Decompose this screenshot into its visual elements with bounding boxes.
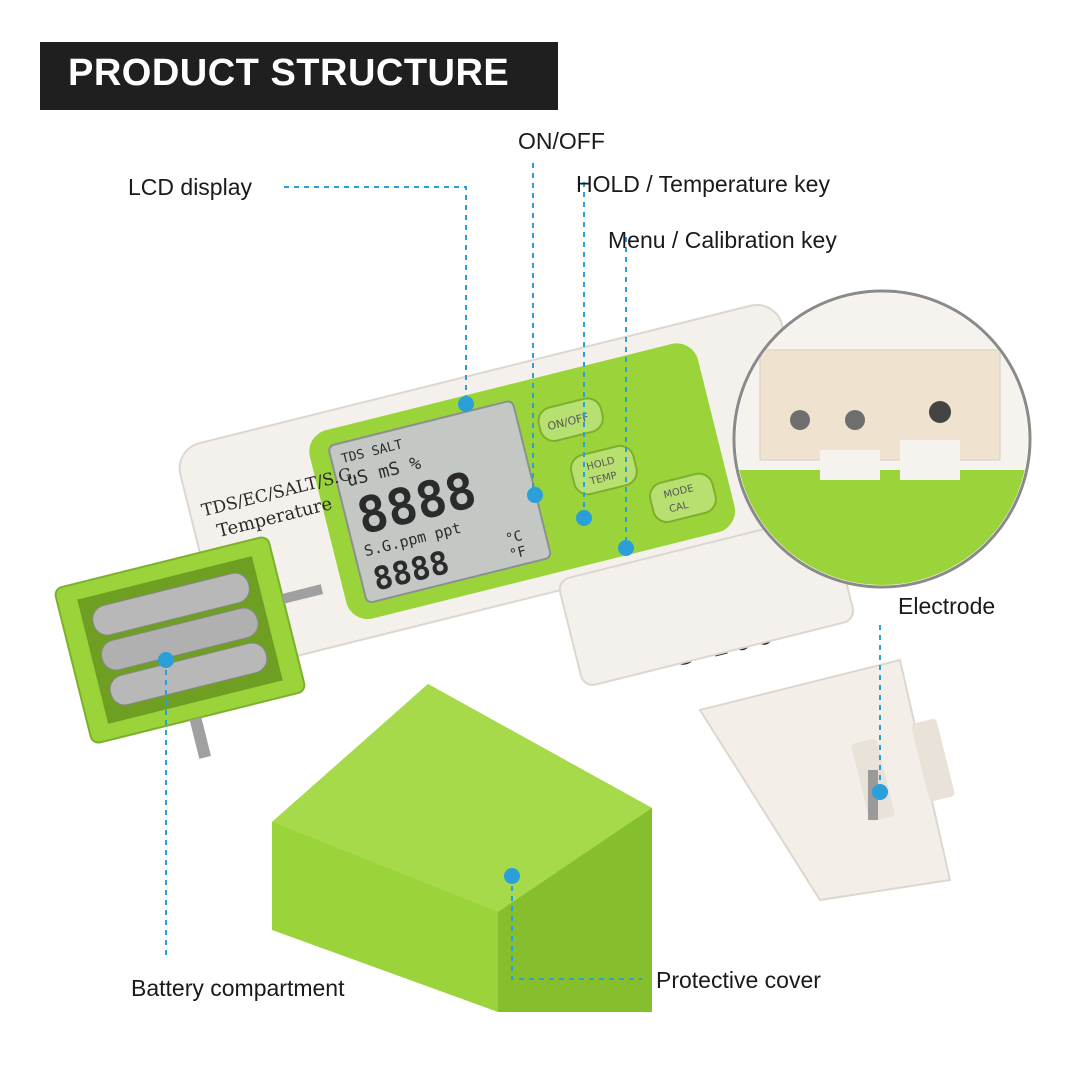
- callout-on-off: ON/OFF: [518, 128, 605, 154]
- callout-menu-calibration: Menu / Calibration key: [608, 227, 837, 253]
- callout-dots: [158, 396, 888, 884]
- hold-temp-button[interactable]: HOLD TEMP: [568, 443, 640, 497]
- lcd-celsius: °C: [504, 528, 524, 548]
- callout-electrode: Electrode: [898, 593, 996, 619]
- lcd-fahrenheit: °F: [508, 544, 528, 564]
- title-text: PRODUCT STRUCTURE: [68, 52, 510, 94]
- title-banner: PRODUCT STRUCTURE: [40, 42, 558, 110]
- probe-tip: [698, 658, 955, 902]
- battery-compartment: [54, 536, 324, 759]
- callout-lines: [165, 163, 881, 980]
- protective-cover: [272, 684, 652, 1012]
- lcd-screen: [328, 400, 552, 604]
- mode-cal-button[interactable]: MODE CAL: [647, 471, 719, 525]
- svg-text:CAL: CAL: [668, 500, 690, 515]
- callout-battery-compartment: Battery compartment: [131, 975, 345, 1001]
- on-off-button[interactable]: ON/OFF: [536, 395, 606, 443]
- callout-lcd-display: LCD display: [128, 174, 252, 200]
- callout-hold-temperature: HOLD / Temperature key: [576, 171, 830, 197]
- callout-protective-cover: Protective cover: [656, 967, 821, 993]
